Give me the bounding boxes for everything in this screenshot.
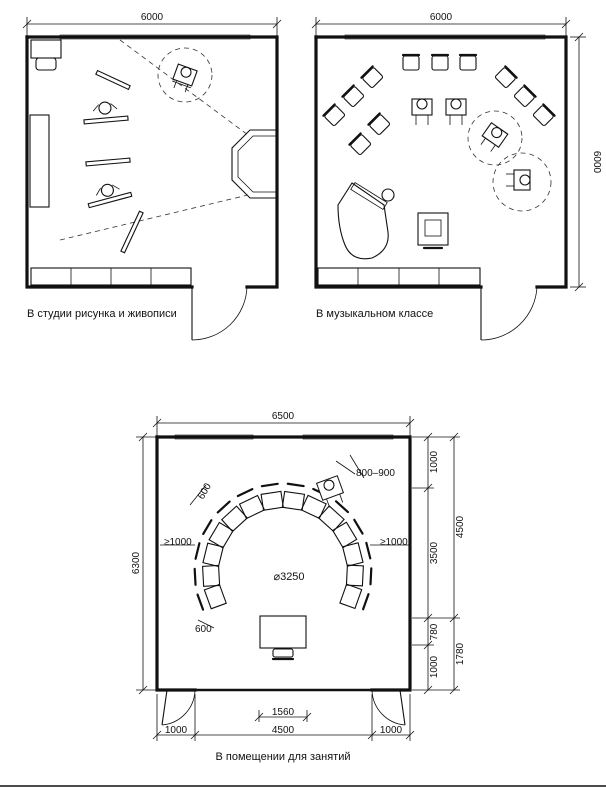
dim-right-1000-top: 1000 <box>429 450 440 473</box>
dim-gap-right: ≥1000 <box>380 537 408 548</box>
dim-bottom-right: 1000 <box>380 725 403 736</box>
chair <box>286 482 305 488</box>
dim-right-1000-bottom: 1000 <box>429 655 440 678</box>
dim-right-1780: 1780 <box>455 642 466 665</box>
chair <box>202 519 213 536</box>
desk <box>345 564 364 587</box>
chair <box>353 518 364 535</box>
studio-width-dimension: 6000 <box>141 12 164 23</box>
dim-chair-top: 600 <box>196 481 214 501</box>
chair <box>369 567 373 586</box>
desk <box>238 494 266 520</box>
classroom-plan: 6500 6300 <box>131 411 466 763</box>
chair <box>196 593 205 611</box>
dim-gap-left: ≥1000 <box>164 537 192 548</box>
classroom-height-dimension: 6300 <box>131 551 142 574</box>
right-dimension-ticks <box>412 432 460 695</box>
music-caption: В музыкальном классе <box>316 308 433 320</box>
desk <box>220 505 249 533</box>
dim-chair-bottom: 600 <box>195 624 212 635</box>
chair <box>334 500 350 514</box>
desk <box>202 542 224 568</box>
chair <box>362 593 370 611</box>
dim-right-3500: 3500 <box>429 541 440 564</box>
dim-diameter: ⌀3250 <box>273 571 304 583</box>
desk <box>260 490 284 511</box>
chair <box>193 567 197 586</box>
desk <box>281 490 306 511</box>
desk <box>203 583 227 610</box>
dim-right-780: 780 <box>429 623 440 640</box>
chair <box>236 488 254 498</box>
dim-table: 1560 <box>272 707 295 718</box>
desk <box>341 542 364 567</box>
music-height-dimension: 6000 <box>591 151 602 174</box>
dim-right-4500: 4500 <box>455 515 466 538</box>
desk <box>201 564 221 587</box>
dim-bottom-left: 1000 <box>165 725 188 736</box>
teacher-table <box>259 615 307 649</box>
desk <box>331 521 358 549</box>
studio-plan: 6000 <box>22 12 282 341</box>
dim-teacher-range: 800–900 <box>356 468 395 479</box>
music-width-dimension: 6000 <box>430 12 453 23</box>
desk <box>339 583 363 610</box>
studio-caption: В студии рисунка и живописи <box>27 308 177 320</box>
chair <box>194 542 201 560</box>
desk <box>208 521 234 549</box>
classroom-width-dimension: 6500 <box>272 411 295 422</box>
desk <box>317 505 345 533</box>
chair <box>216 500 231 514</box>
music-class-plan: 6000 6000 <box>311 12 602 341</box>
music-chairs <box>322 53 556 156</box>
classroom-caption: В помещении для занятий <box>216 751 351 763</box>
desk <box>300 494 327 520</box>
chair <box>260 482 279 488</box>
chair <box>365 541 372 560</box>
horseshoe-seating <box>193 482 373 611</box>
dim-bottom-center: 4500 <box>272 725 295 736</box>
